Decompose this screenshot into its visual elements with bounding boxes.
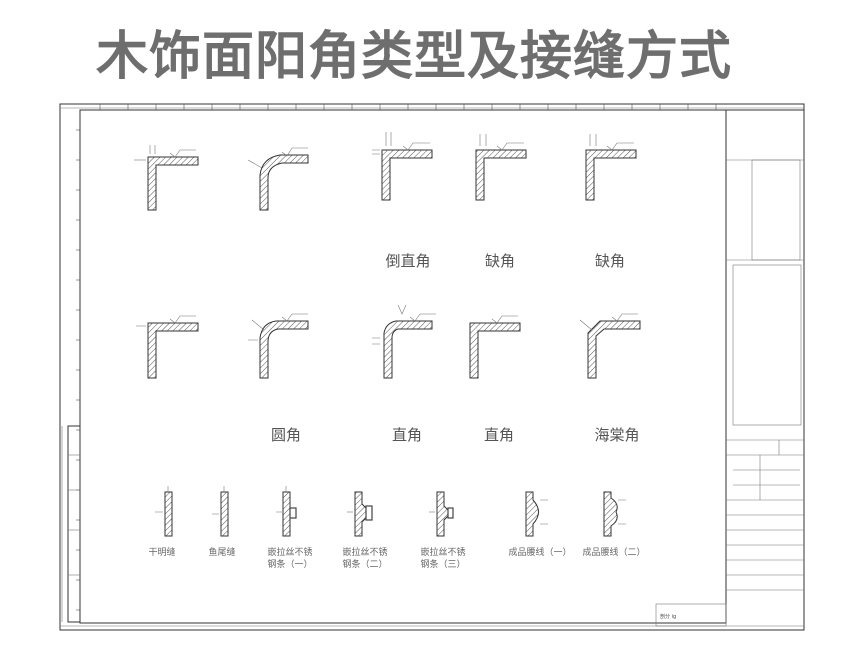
- detail-r1-1: [134, 145, 199, 211]
- label-r3-7: 成品腰线（二）: [582, 546, 645, 558]
- detail-r2-1: [136, 315, 199, 379]
- detail-r2-4: [469, 315, 521, 379]
- label-r2-3: 直角: [484, 426, 514, 444]
- page-title: 木饰面阳角类型及接缝方式: [96, 27, 733, 87]
- detail-r3-2: [212, 486, 229, 537]
- label-r3-2: 鱼尾缝: [208, 546, 235, 558]
- border-ticks: [76, 104, 717, 611]
- label-r3-6: 成品腰线（一）: [508, 546, 571, 558]
- detail-r3-4: [347, 491, 373, 537]
- label-r2-2: 直角: [392, 426, 422, 444]
- label-r3-5-line1: 嵌拉丝不锈: [420, 546, 465, 558]
- left-title-strip: [61, 425, 81, 623]
- label-r1-3: 缺角: [595, 252, 625, 270]
- row3-labels: 干明缝 鱼尾缝 嵌拉丝不锈 钢条（一） 嵌拉丝不锈 钢条（二） 嵌拉丝不锈 钢条…: [148, 546, 645, 570]
- detail-r2-3: [372, 304, 436, 379]
- detail-r2-2: [248, 313, 309, 379]
- detail-r1-2: [247, 147, 309, 211]
- right-title-block: 剖分 ig: [655, 109, 804, 627]
- drawing-border: [59, 103, 805, 631]
- label-r1-2: 缺角: [485, 252, 515, 270]
- detail-r1-4: [475, 134, 527, 201]
- label-r2-1: 圆角: [271, 426, 301, 444]
- detail-r3-6: [525, 491, 548, 537]
- detail-r3-3: [276, 486, 297, 537]
- detail-r3-1: [155, 486, 173, 537]
- detail-r2-5: [579, 313, 641, 379]
- label-r3-4-line2: 钢条（二）: [342, 558, 387, 570]
- label-r3-1: 干明缝: [148, 546, 175, 558]
- detail-r3-7: [603, 491, 626, 537]
- detail-r1-3: [372, 132, 433, 201]
- label-r2-4: 海棠角: [594, 426, 639, 444]
- label-r1-1: 倒直角: [385, 252, 430, 270]
- title-block-footer-text: 剖分 ig: [660, 613, 676, 620]
- label-r3-3-line2: 钢条（一）: [267, 558, 312, 570]
- label-r3-4-line1: 嵌拉丝不锈: [342, 546, 387, 558]
- label-r3-5-line2: 钢条（三）: [420, 558, 465, 570]
- label-r3-3-line1: 嵌拉丝不锈: [267, 546, 312, 558]
- detail-r3-5: [429, 491, 454, 537]
- detail-r1-5: [585, 134, 637, 201]
